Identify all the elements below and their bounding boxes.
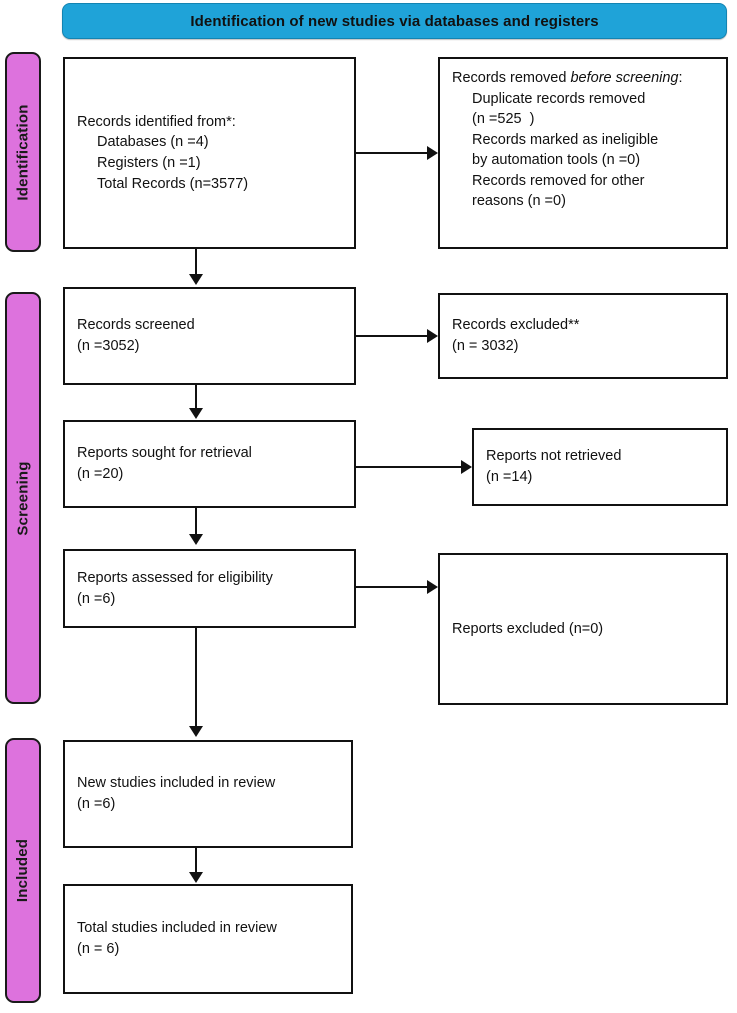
connector-sought-to-not-retrieved: [356, 466, 463, 468]
reports-assessed-line-2: (n =6): [77, 590, 116, 607]
connector-identified-to-removed: [356, 152, 429, 154]
records-identified-title: Records identified from*:: [77, 113, 236, 130]
records-removed-item-0: Duplicate records removed: [472, 90, 646, 107]
records-screened-line-1: Records screened: [77, 317, 195, 334]
arrowhead-identified-to-screened: [189, 274, 203, 285]
connector-sought-to-assessed: [195, 508, 197, 536]
reports-sought-line-1: Reports sought for retrieval: [77, 445, 252, 462]
records-removed-title-emphasis: before screening: [570, 70, 679, 86]
connector-assessed-to-reports-excluded: [356, 586, 429, 588]
records-removed-item-2: Records marked as ineligible: [472, 131, 659, 148]
records-removed-item-1: (n =525 ): [472, 111, 535, 128]
records-identified-item-registers: Registers (n =1): [97, 155, 201, 171]
arrowhead-new-to-total-studies: [189, 872, 203, 883]
records-removed-title-post: :: [678, 70, 683, 86]
arrowhead-identified-to-removed: [427, 146, 438, 160]
records-excluded-line-2: (n = 3032): [452, 338, 519, 354]
records-identified-item-databases: Databases (n =4): [97, 134, 209, 151]
box-new-studies-included: New studies included in review (n =6): [63, 740, 353, 848]
new-studies-line-1: New studies included in review: [77, 775, 276, 792]
reports-assessed-line-1: Reports assessed for eligibility: [77, 569, 273, 586]
box-records-removed-before-screening: Records removed before screening: Duplic…: [438, 57, 728, 249]
connector-screened-to-excluded: [356, 335, 429, 337]
box-records-identified: Records identified from*: Databases (n =…: [63, 57, 356, 249]
total-studies-line-1: Total studies included in review: [77, 920, 277, 937]
stage-label-identification-text: Identification: [14, 103, 32, 201]
stage-label-identification: Identification: [5, 52, 41, 252]
arrowhead-assessed-to-reports-excluded: [427, 580, 438, 594]
arrowhead-screened-to-sought: [189, 408, 203, 419]
box-records-screened: Records screened (n =3052): [63, 287, 356, 385]
reports-excluded-line-1: Reports excluded (n=0): [452, 620, 604, 637]
records-excluded-line-1: Records excluded**: [452, 317, 580, 334]
stage-label-screening-text: Screening: [14, 460, 32, 536]
stage-label-screening: Screening: [5, 292, 41, 704]
records-removed-item-5: reasons (n =0): [472, 193, 566, 210]
arrowhead-assessed-to-new-studies: [189, 726, 203, 737]
reports-not-retrieved-line-1: Reports not retrieved: [486, 448, 622, 465]
records-identified-item-total: Total Records (n=3577): [97, 175, 249, 192]
box-reports-sought: Reports sought for retrieval (n =20): [63, 420, 356, 508]
stage-label-included-text: Included: [14, 838, 32, 903]
stage-label-included: Included: [5, 738, 41, 1003]
box-reports-excluded: Reports excluded (n=0): [438, 553, 728, 705]
box-total-studies-included: Total studies included in review (n = 6): [63, 884, 353, 994]
arrowhead-sought-to-not-retrieved: [461, 460, 472, 474]
reports-not-retrieved-line-2: (n =14): [486, 469, 533, 485]
records-removed-item-3: by automation tools (n =0): [472, 152, 641, 169]
connector-screened-to-sought: [195, 385, 197, 410]
records-screened-line-2: (n =3052): [77, 338, 140, 354]
box-reports-assessed-for-eligibility: Reports assessed for eligibility (n =6): [63, 549, 356, 628]
total-studies-line-2: (n = 6): [77, 941, 120, 957]
connector-identified-to-screened: [195, 249, 197, 276]
new-studies-line-2: (n =6): [77, 796, 116, 812]
records-removed-item-4: Records removed for other: [472, 172, 645, 189]
box-records-excluded: Records excluded** (n = 3032): [438, 293, 728, 379]
diagram-banner-identification: Identification of new studies via databa…: [62, 3, 727, 39]
arrowhead-sought-to-assessed: [189, 534, 203, 545]
arrowhead-screened-to-excluded: [427, 329, 438, 343]
records-removed-title: Records removed before screening:: [452, 68, 714, 89]
records-removed-title-pre: Records removed: [452, 70, 571, 86]
connector-assessed-to-new-studies: [195, 628, 197, 728]
reports-sought-line-2: (n =20): [77, 466, 124, 482]
box-reports-not-retrieved: Reports not retrieved (n =14): [472, 428, 728, 506]
connector-new-to-total-studies: [195, 848, 197, 874]
